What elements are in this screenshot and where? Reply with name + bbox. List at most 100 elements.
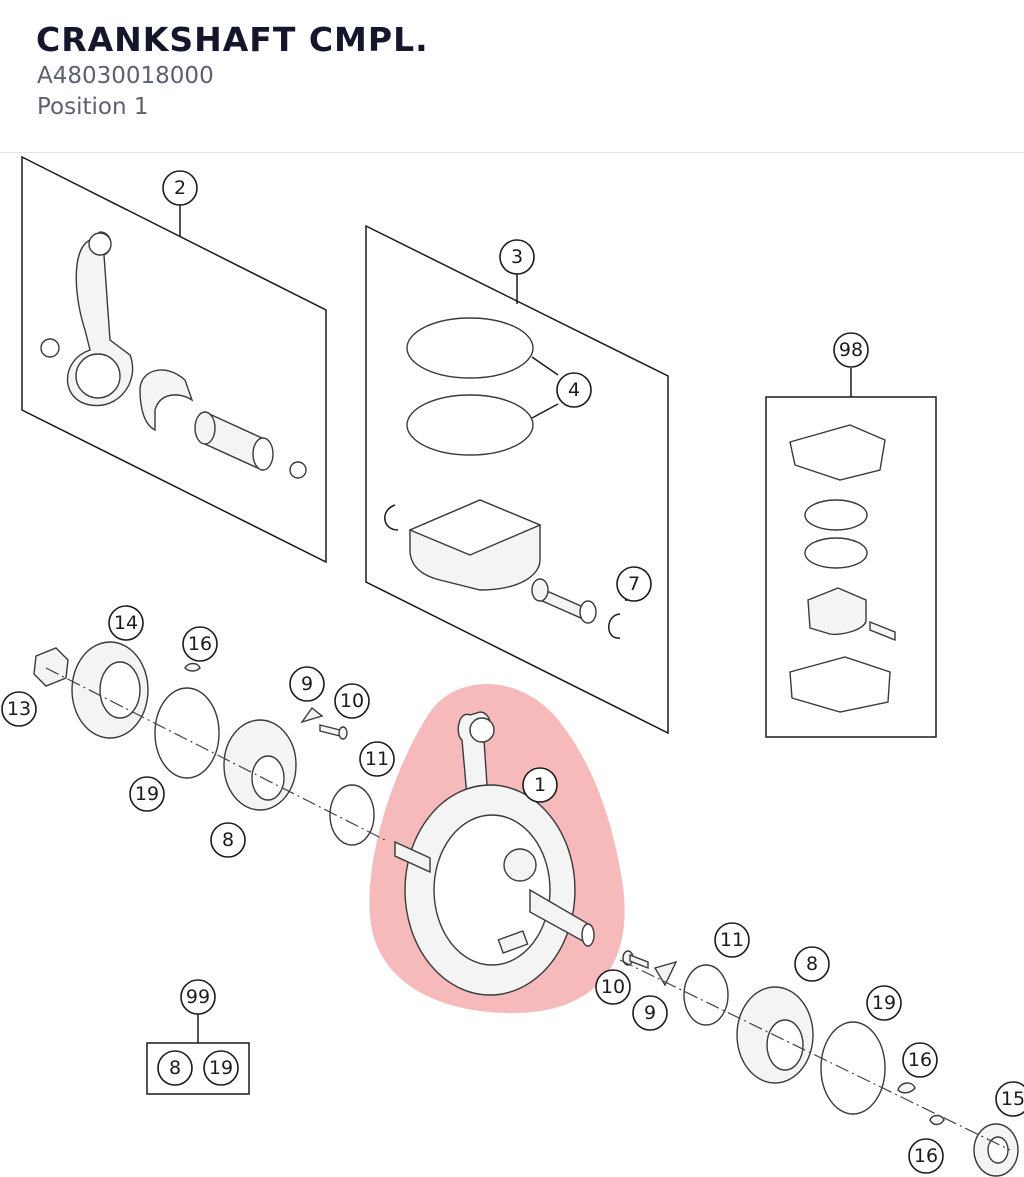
gear-14 — [71, 641, 149, 739]
callout-3[interactable]: 3 — [499, 239, 535, 275]
bearing-8-left — [223, 719, 297, 811]
gasket-ring-1 — [804, 499, 868, 531]
key-16-right-upper — [897, 1082, 916, 1094]
head-gasket — [789, 424, 886, 481]
svg-text:10: 10 — [601, 976, 625, 998]
kit-99-frame — [146, 1042, 250, 1095]
callout-9-right[interactable]: 9 — [632, 995, 668, 1031]
position-label: Position 1 — [37, 94, 149, 120]
svg-text:15: 15 — [1001, 1088, 1024, 1110]
bearing-shell — [139, 369, 194, 432]
callout-8-left[interactable]: 8 — [210, 822, 246, 858]
piston-ring-bottom — [406, 394, 534, 456]
svg-text:19: 19 — [872, 992, 896, 1014]
circlip-left — [384, 504, 399, 531]
page-title: CRANKSHAFT CMPL. — [36, 20, 429, 59]
exploded-diagram: 1 2 3 4 7 98 14 16 13 9 10 11 19 8 99 8 … — [1, 155, 1024, 1177]
shim-11-right — [683, 964, 729, 1026]
svg-text:9: 9 — [301, 673, 313, 695]
base-gasket — [789, 656, 891, 713]
screw-10-right — [622, 950, 649, 970]
callout-1[interactable]: 1 — [522, 767, 558, 803]
svg-text:16: 16 — [188, 633, 212, 655]
callout-16-right-lower[interactable]: 16 — [908, 1138, 944, 1174]
key-16-left — [184, 662, 201, 672]
piston-kit-frame — [365, 224, 669, 735]
svg-text:11: 11 — [365, 748, 389, 770]
piston-pin — [531, 578, 597, 624]
crank-pin — [194, 410, 274, 472]
gasket-ring-2 — [804, 537, 868, 569]
conrod-kit-panel — [21, 155, 327, 564]
shim-19-left — [154, 687, 220, 779]
svg-text:8: 8 — [169, 1057, 181, 1079]
gasket-kit-panel — [765, 368, 937, 738]
svg-text:19: 19 — [135, 783, 159, 805]
svg-text:99: 99 — [186, 986, 210, 1008]
svg-text:10: 10 — [340, 690, 364, 712]
svg-text:13: 13 — [7, 698, 31, 720]
callout-16-left[interactable]: 16 — [182, 626, 218, 662]
callout-4[interactable]: 4 — [556, 372, 592, 408]
callout-14[interactable]: 14 — [108, 605, 144, 641]
svg-text:16: 16 — [914, 1145, 938, 1167]
lock-plate-9-left — [300, 706, 324, 724]
svg-text:7: 7 — [628, 573, 640, 595]
callout-19-left[interactable]: 19 — [129, 776, 165, 812]
connecting-rod — [66, 231, 134, 407]
nut-13 — [33, 647, 69, 687]
left-side-parts — [33, 641, 386, 846]
svg-text:8: 8 — [806, 953, 818, 975]
piston-kit-panel — [365, 224, 669, 735]
callout-99-19[interactable]: 19 — [203, 1050, 239, 1086]
svg-text:8: 8 — [222, 829, 234, 851]
leader-4b — [531, 403, 559, 419]
callout-10-left[interactable]: 10 — [334, 683, 370, 719]
washer-small-left — [40, 338, 60, 358]
lock-plate-9-right — [653, 960, 678, 987]
callout-19-right[interactable]: 19 — [866, 985, 902, 1021]
callout-8-right[interactable]: 8 — [794, 946, 830, 982]
piston-ring-top — [406, 317, 534, 379]
leader-4a — [531, 356, 559, 376]
axis-left — [45, 667, 386, 841]
conrod-kit-frame — [21, 155, 327, 564]
key-16-right-lower — [929, 1114, 945, 1126]
right-side-parts — [619, 950, 1019, 1177]
callout-98[interactable]: 98 — [833, 332, 869, 368]
crankshaft-assembly[interactable] — [394, 711, 595, 996]
header: CRANKSHAFT CMPL. A48030018000 Position 1 — [0, 0, 1024, 152]
part-number: A48030018000 — [37, 63, 214, 89]
mini-pin — [869, 620, 896, 642]
washer-small-right — [289, 461, 307, 479]
svg-text:98: 98 — [839, 339, 863, 361]
svg-text:11: 11 — [720, 929, 744, 951]
callout-13[interactable]: 13 — [1, 691, 37, 727]
callout-11-right[interactable]: 11 — [714, 922, 750, 958]
svg-text:16: 16 — [908, 1049, 932, 1071]
svg-text:1: 1 — [534, 774, 546, 796]
callout-99[interactable]: 99 — [180, 979, 216, 1015]
callout-15[interactable]: 15 — [995, 1081, 1024, 1117]
gear-15 — [973, 1123, 1019, 1177]
callout-99-8[interactable]: 8 — [157, 1050, 193, 1086]
callout-11-left[interactable]: 11 — [359, 741, 395, 777]
svg-text:3: 3 — [511, 246, 523, 268]
shim-19-right — [820, 1021, 886, 1115]
kit-99 — [146, 1014, 250, 1095]
svg-text:19: 19 — [209, 1057, 233, 1079]
svg-text:9: 9 — [644, 1002, 656, 1024]
screw-10-left — [319, 724, 348, 740]
svg-text:2: 2 — [174, 177, 186, 199]
callout-2[interactable]: 2 — [162, 170, 198, 206]
circlip-right — [608, 613, 621, 639]
svg-text:14: 14 — [114, 612, 138, 634]
mini-piston — [807, 587, 867, 636]
callout-16-right-upper[interactable]: 16 — [902, 1042, 938, 1078]
shim-11-left — [329, 784, 375, 846]
callout-10-right[interactable]: 10 — [595, 969, 631, 1005]
callout-7[interactable]: 7 — [616, 566, 652, 602]
callout-9-left[interactable]: 9 — [289, 666, 325, 702]
piston — [408, 499, 542, 591]
header-divider — [0, 152, 1024, 153]
